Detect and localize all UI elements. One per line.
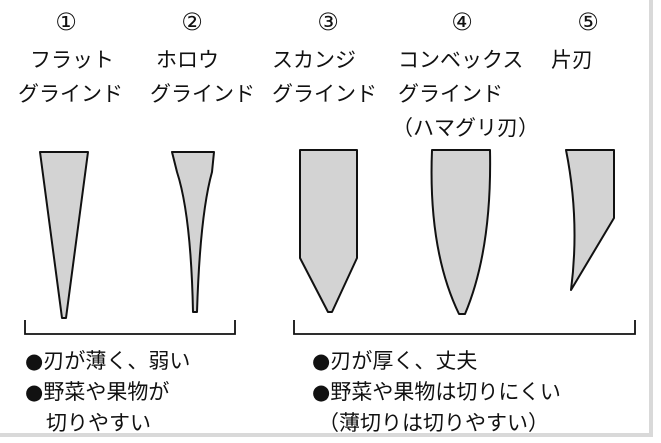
grind-number-4: ④ xyxy=(451,8,473,36)
blade-scandi-grind xyxy=(299,149,358,313)
thick-group-line-3: （薄切りは切りやすい） xyxy=(318,411,549,435)
bracket-left xyxy=(24,320,236,335)
thin-group-line-2: ●野菜や果物が xyxy=(25,380,170,404)
grind-label-4c: （ハマグリ刃） xyxy=(392,116,539,140)
grind-number-3: ③ xyxy=(317,8,339,36)
grind-label-5a: 片刃 xyxy=(551,48,593,72)
blade-convex-grind xyxy=(430,149,492,315)
grind-label-4b: グラインド xyxy=(398,82,503,106)
grind-number-2: ② xyxy=(181,8,203,36)
grind-label-2b: グラインド xyxy=(150,82,255,106)
figure-frame xyxy=(0,0,653,437)
grind-label-1a: フラット xyxy=(30,48,114,72)
grind-label-4a: コンベックス xyxy=(398,48,524,72)
thin-group-line-3: 切りやすい xyxy=(25,411,151,435)
grind-label-1b: グラインド xyxy=(18,82,123,106)
grind-label-3a: スカンジ xyxy=(272,48,356,72)
blade-hollow-grind xyxy=(171,151,215,313)
grind-number-1: ① xyxy=(55,8,77,36)
bracket-right xyxy=(293,320,636,335)
thick-group-line-1: ●刃が厚く、丈夫 xyxy=(312,349,478,373)
grind-label-2a: ホロウ xyxy=(156,48,219,72)
thick-group-line-2: ●野菜や果物は切りにくい xyxy=(312,380,561,404)
grind-label-3b: グラインド xyxy=(272,82,377,106)
grind-number-5: ⑤ xyxy=(577,8,599,36)
blade-flat-grind xyxy=(39,151,89,319)
thin-group-line-1: ●刃が薄く、弱い xyxy=(25,349,191,373)
blade-single-bevel xyxy=(565,149,615,291)
